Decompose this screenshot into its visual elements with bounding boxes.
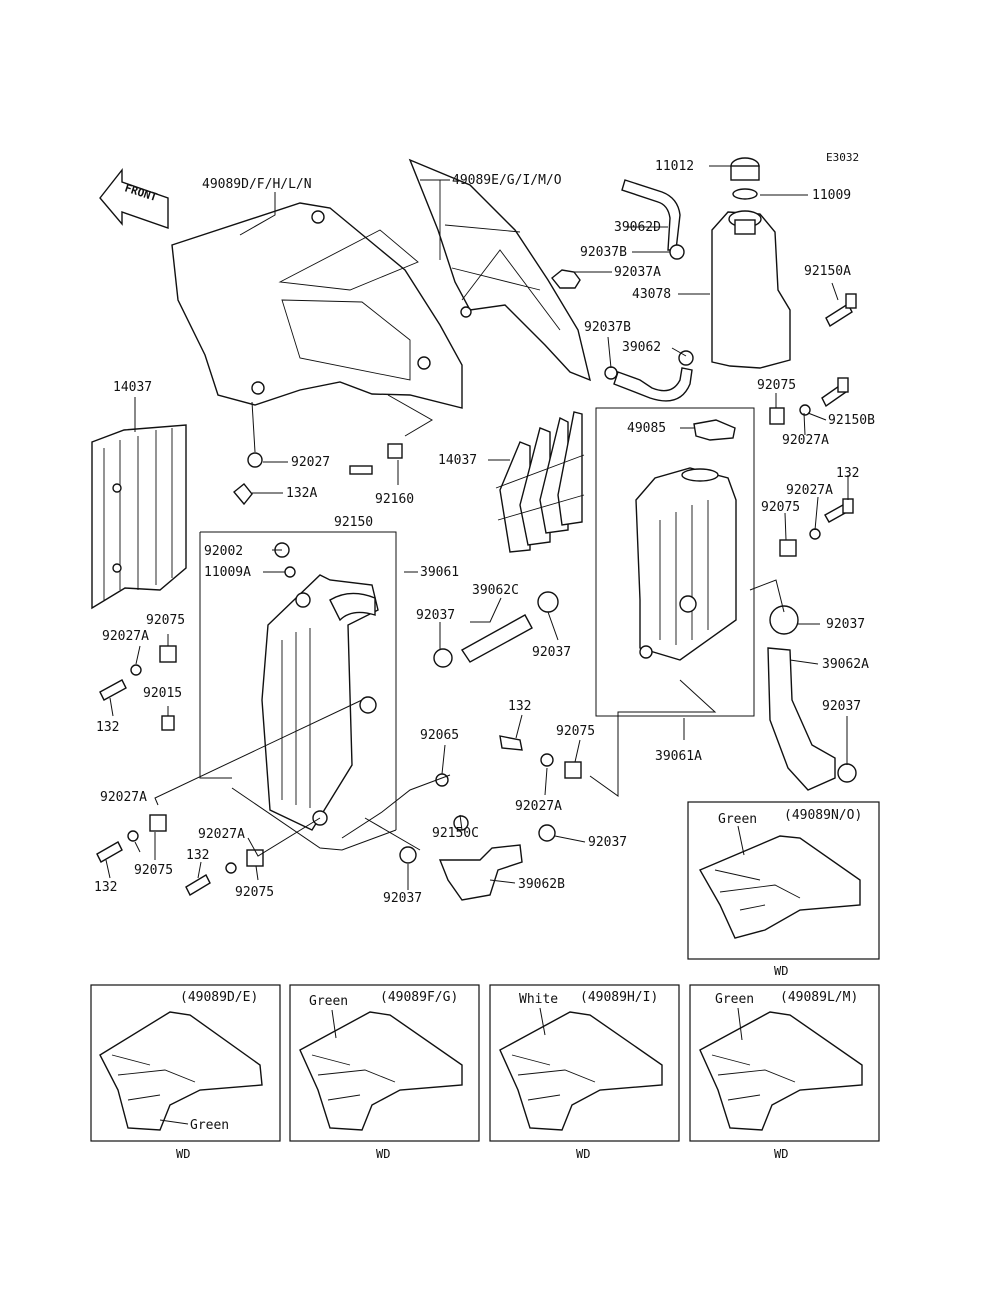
inset-caption: WD [774, 1147, 788, 1161]
inset-caption: WD [774, 964, 788, 978]
radiator-right [635, 467, 737, 661]
label-92027A: 92027A [198, 827, 245, 842]
radiator-grille-right [495, 411, 585, 553]
assembly-bracket-right [595, 407, 755, 717]
label-92075: 92075 [761, 500, 800, 515]
label-14037: 14037 [113, 380, 152, 395]
label-14037: 14037 [438, 453, 477, 468]
front-direction-arrow-icon: FRONT [99, 167, 169, 229]
label-92037B: 92037B [584, 320, 631, 335]
label-92065: 92065 [420, 728, 459, 743]
label-92027A: 92027A [102, 629, 149, 644]
diagram-code: E3032 [826, 151, 859, 164]
inset-caption: WD [376, 1147, 390, 1161]
hose-39062A [767, 647, 836, 791]
inset-caption: WD [176, 1147, 190, 1161]
label-92075: 92075 [235, 885, 274, 900]
hose-39062 [613, 367, 693, 402]
inset-49089LM: (49089L/M) Green WD [689, 984, 880, 1161]
inset-color: White [519, 992, 558, 1007]
radiator-shroud-right [408, 158, 591, 382]
label-132: 132 [94, 880, 117, 895]
label-92037: 92037 [826, 617, 865, 632]
label-43078: 43078 [632, 287, 671, 302]
label-132: 132 [836, 466, 859, 481]
assembly-bracket-left [199, 531, 397, 851]
inset-caption: WD [576, 1147, 590, 1161]
label-92075: 92075 [556, 724, 595, 739]
inset-variant: (49089F/G) [380, 990, 458, 1005]
radiator-left [261, 574, 379, 831]
label-39061A: 39061A [655, 749, 702, 764]
label-92027A: 92027A [100, 790, 147, 805]
label-39062: 39062 [622, 340, 661, 355]
label-39062B: 39062B [518, 877, 565, 892]
label-92037B: 92037B [580, 245, 627, 260]
label-11012: 11012 [655, 159, 694, 174]
inset-color: Green [715, 992, 754, 1007]
label-132: 132 [508, 699, 531, 714]
inset-49089FG: (49089F/G) Green WD [289, 984, 480, 1161]
label-92150: 92150 [334, 515, 373, 530]
hose-39062C [460, 614, 533, 663]
label-92075: 92075 [146, 613, 185, 628]
label-92160: 92160 [375, 492, 414, 507]
label-92150A: 92150A [804, 264, 851, 279]
label-92027A: 92027A [782, 433, 829, 448]
label-92002: 92002 [204, 544, 243, 559]
radiator-shroud-left [171, 202, 463, 409]
inset-49089DE: (49089D/E) Green WD [90, 984, 281, 1161]
inset-variant: (49089H/I) [580, 990, 658, 1005]
hose-39062B [438, 844, 523, 901]
label-92037: 92037 [416, 608, 455, 623]
label-92037: 92037 [383, 891, 422, 906]
label-92015: 92015 [143, 686, 182, 701]
inset-color: Green [309, 994, 348, 1009]
label-11009: 11009 [812, 188, 851, 203]
label-92037: 92037 [532, 645, 571, 660]
label-49089DFHLN: 49089D/F/H/L/N [202, 177, 312, 192]
label-11009A: 11009A [204, 565, 251, 580]
label-39062D: 39062D [614, 220, 661, 235]
inset-variant: (49089D/E) [180, 990, 258, 1005]
label-49089EGIMO: 49089E/G/I/M/O [452, 173, 562, 188]
radiator-grille-left [91, 424, 187, 610]
label-92150C: 92150C [432, 826, 479, 841]
label-49085: 49085 [627, 421, 666, 436]
reservoir-tank [711, 157, 791, 369]
label-39062A: 39062A [822, 657, 869, 672]
inset-49089NO: (49089N/O) Green WD [687, 801, 880, 978]
part-labels: 49089D/F/H/L/N 49089E/G/I/M/O 11012 1100… [94, 159, 875, 906]
label-92075: 92075 [134, 863, 173, 878]
label-39062C: 39062C [472, 583, 519, 598]
label-92027A: 92027A [786, 483, 833, 498]
inset-49089HI: (49089H/I) White WD [489, 984, 680, 1161]
label-92150B: 92150B [828, 413, 875, 428]
inset-variant: (49089N/O) [784, 808, 862, 823]
label-92037A: 92037A [614, 265, 661, 280]
label-132: 132 [96, 720, 119, 735]
label-92075: 92075 [757, 378, 796, 393]
label-132: 132 [186, 848, 209, 863]
label-92027A: 92027A [515, 799, 562, 814]
inset-color: Green [718, 812, 757, 827]
hose-39062D [621, 179, 681, 251]
label-39061: 39061 [420, 565, 459, 580]
inset-color: Green [190, 1118, 229, 1133]
label-92037: 92037 [822, 699, 861, 714]
label-92027: 92027 [291, 455, 330, 470]
inset-variant: (49089L/M) [780, 990, 858, 1005]
label-132A: 132A [286, 486, 317, 501]
leader-lines [105, 165, 849, 890]
label-92037: 92037 [588, 835, 627, 850]
